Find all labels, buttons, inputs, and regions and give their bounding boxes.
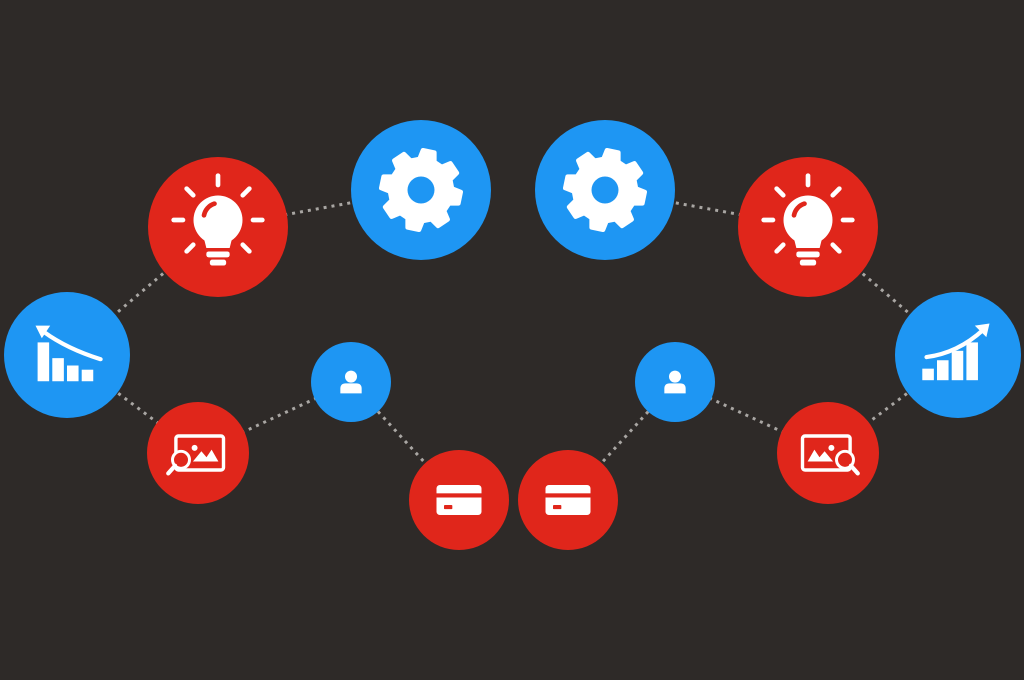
node-card-left (409, 450, 509, 550)
node-chart-right (895, 292, 1021, 418)
credit-card-icon (545, 485, 591, 515)
node-circle (777, 402, 879, 504)
declining-bar-chart-icon (35, 325, 103, 382)
lightbulb-icon (171, 173, 265, 266)
gear-icon (563, 148, 647, 232)
nodes (4, 120, 1021, 550)
node-circle (4, 292, 130, 418)
node-user-right (635, 342, 715, 422)
image-search-icon (800, 434, 860, 476)
user-icon (664, 370, 686, 394)
node-bulb-left (148, 157, 288, 297)
node-gear-right (535, 120, 675, 260)
node-chart-left (4, 292, 130, 418)
node-card-right (518, 450, 618, 550)
node-image-right (777, 402, 879, 504)
node-gear-left (351, 120, 491, 260)
growth-bar-chart-icon (922, 323, 990, 381)
connector-line (827, 353, 959, 455)
node-user-left (311, 342, 391, 422)
user-icon (340, 370, 362, 394)
credit-card-icon (436, 485, 482, 515)
node-circle (147, 402, 249, 504)
node-bulb-right (738, 157, 878, 297)
lightbulb-icon (761, 173, 855, 266)
gear-icon (379, 148, 463, 232)
node-image-left (147, 402, 249, 504)
image-search-icon (166, 434, 226, 476)
